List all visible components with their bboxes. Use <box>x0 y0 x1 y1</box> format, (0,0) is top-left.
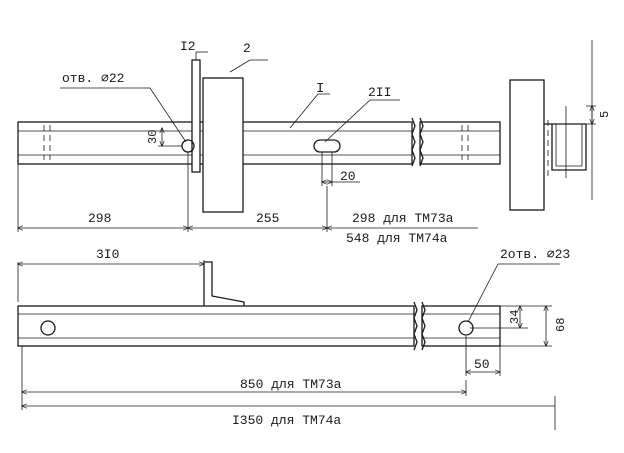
bar-part-12 <box>191 59 201 173</box>
label-dim-548-tm74a: 548 для ТМ74а <box>346 231 448 246</box>
label-dim-310: 3I0 <box>96 247 119 262</box>
bottom-beam-body <box>17 305 415 347</box>
end-section-plate <box>509 79 545 211</box>
label-dim-68: 68 <box>554 318 568 332</box>
top-beam-view <box>17 40 596 232</box>
label-dim-850-tm73a: 850 для ТМ73а <box>240 377 342 392</box>
slot-2ii <box>313 139 341 153</box>
label-dim-50: 50 <box>474 357 490 372</box>
label-dim-298-tm73a: 298 для ТМ73а <box>352 211 454 226</box>
label-part-12: I2 <box>180 39 196 54</box>
label-dim-34: 34 <box>508 310 522 324</box>
label-dim-30: 30 <box>146 130 160 144</box>
bottom-beam-view <box>17 260 560 430</box>
hole-bottom-left <box>40 320 56 336</box>
label-dim-5: 5 <box>598 111 612 118</box>
label-part-1: I <box>316 81 324 97</box>
label-part-2: 2 <box>243 41 251 56</box>
label-dim-255: 255 <box>256 211 279 226</box>
bracket <box>203 261 245 306</box>
label-dim-298: 298 <box>88 211 111 226</box>
label-part-2ii: 2II <box>368 85 391 100</box>
plate-part-2 <box>202 77 244 213</box>
end-section-channel <box>544 123 587 171</box>
label-dim-1350-tm74a: I350 для ТМ74а <box>232 413 341 428</box>
label-holes-23: 2отв. ∅23 <box>500 247 570 262</box>
label-hole-22: отв. ∅22 <box>62 71 124 86</box>
label-dim-20: 20 <box>340 169 356 184</box>
